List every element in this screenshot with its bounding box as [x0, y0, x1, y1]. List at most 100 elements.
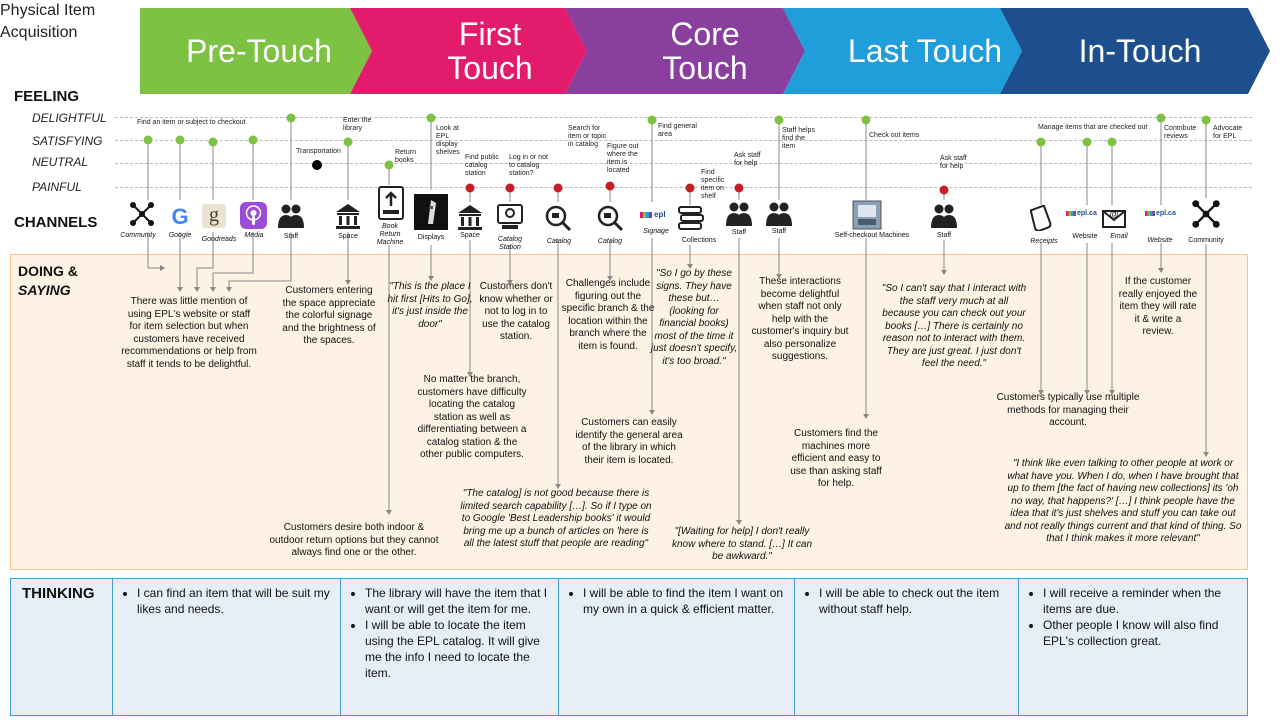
touchpoint-label: Ask staff for help: [734, 152, 761, 167]
doing-note: Customers find the machines more efficie…: [790, 428, 882, 489]
phase-arrow-in-touch: [1000, 8, 1270, 94]
thinking-item: Other people I know will also find EPL's…: [1043, 617, 1239, 649]
doing-quote: "So I go by these signs. They have these…: [650, 268, 738, 367]
channel-label: Space: [338, 233, 358, 240]
channel-label: Catalog Station: [497, 236, 523, 251]
thinking-item: The library will have the item that I wa…: [365, 585, 550, 617]
channel-label: Collections: [681, 237, 717, 244]
display-icon: [414, 194, 448, 230]
phase-label-in-touch: In-Touch: [1078, 33, 1202, 69]
level-satisfying: SATISFYING: [32, 134, 103, 148]
community-icon: [130, 202, 154, 226]
journey-connectors: [143, 113, 1211, 525]
channel-label: Space: [460, 232, 480, 239]
epl-logo-icon: epl: [640, 210, 666, 219]
thinking-cell-core-touch: I will be able to find the item I want o…: [558, 579, 794, 715]
doing-quote: "I think like even talking to other peop…: [1004, 458, 1242, 544]
phase-arrow-last-touch: [783, 8, 1022, 94]
level-line: [115, 187, 1252, 188]
phase-label-pre-touch: Pre-Touch: [186, 33, 332, 69]
channel-label: Staff: [731, 229, 747, 236]
doing-row-label: DOING &SAYING: [18, 263, 78, 298]
channel-label: Staff: [771, 228, 787, 235]
phase-arrow-first-touch: [350, 8, 587, 94]
search-icon: [545, 205, 572, 232]
email-icon: @: [1102, 209, 1126, 228]
doing-saying-panel: [10, 254, 1248, 570]
channel-label: Catalog: [597, 238, 623, 245]
touchpoint-label: Ask staff for help: [940, 155, 967, 170]
touchpoint-label: Contribute reviews: [1164, 125, 1197, 140]
phase-arrow-core-touch: [565, 8, 805, 94]
level-neutral: NEUTRAL: [32, 155, 89, 169]
touchpoint-label: Check out items: [869, 132, 920, 139]
thinking-cell-in-touch: I will receive a reminder when the items…: [1018, 579, 1247, 715]
podcast-icon: [240, 202, 267, 229]
thinking-item: I will receive a reminder when the items…: [1043, 585, 1239, 617]
touchpoint-label: Staff helps find the item: [782, 127, 815, 150]
doing-note: No matter the branch, customers have dif…: [417, 374, 527, 460]
phase-arrow-pre-touch: [140, 8, 372, 94]
level-line: [115, 163, 1252, 164]
doing-quote: "This is the place I hit first [Hits to …: [387, 281, 473, 330]
thinking-cell-pre-touch: I can find an item that will be suit my …: [112, 579, 340, 715]
doing-note: These interactions become delightful whe…: [751, 276, 849, 362]
phase-arrows: [140, 8, 1270, 94]
channel-label: Website: [1072, 233, 1098, 240]
touchpoint-label: Find an item or subject to checkout: [137, 119, 246, 126]
touchpoint-label: Find public catalog station: [465, 154, 499, 177]
community-icon: [1192, 200, 1220, 228]
doing-note: Customers desire both indoor & outdoor r…: [269, 522, 439, 558]
epl-website-icon: epl.ca: [1145, 210, 1176, 217]
staff-icon: [766, 202, 792, 226]
thinking-cell-last-touch: I will be able to check out the item wit…: [794, 579, 1018, 715]
doing-note: If the customer really enjoyed the item …: [1118, 276, 1198, 337]
search-icon: [597, 205, 624, 232]
doing-note: Challenges include figuring out the spec…: [561, 278, 655, 352]
book-return-icon: [378, 186, 404, 220]
receipt-icon: [1030, 205, 1052, 231]
touchpoint-label: Log in or not to catalog station?: [509, 154, 548, 177]
doing-quote: "So I can't say that I interact with the…: [881, 283, 1027, 369]
touchpoint-label: Find general area: [658, 123, 697, 138]
staff-icon: [726, 202, 752, 226]
phase-label-first-touch: First Touch: [447, 16, 533, 86]
svg-text:@: @: [1110, 209, 1119, 219]
touchpoint-label: Search for item or topic in catalog: [568, 125, 607, 148]
channel-label: Staff: [936, 232, 952, 239]
thinking-item: I will be able to check out the item wit…: [819, 585, 1010, 617]
staff-icon: [278, 204, 304, 228]
touchpoint-label: Figure out where the item is located: [607, 143, 639, 174]
touchpoint-label: Advocate for EPL: [1213, 125, 1243, 140]
thinking-item: I will be able to locate the item using …: [365, 617, 550, 681]
channel-label: Signage: [643, 228, 669, 235]
channel-label: Book Return Machine: [376, 223, 404, 246]
channel-label: Email: [1110, 233, 1128, 240]
touchpoint-label: Transportation: [296, 148, 341, 155]
epl-website-icon: epl.ca: [1066, 210, 1097, 217]
channel-label: Goodreads: [201, 236, 237, 243]
level-line: [115, 140, 1252, 141]
phase-label-last-touch: Last Touch: [847, 33, 1003, 69]
catalog-station-icon: [497, 204, 523, 229]
building-icon: [336, 204, 360, 229]
doing-note: Customers can easily identify the genera…: [575, 417, 683, 466]
touchpoint-label: Manage items that are checked out: [1038, 124, 1148, 131]
doing-note: There was little mention of using EPL's …: [121, 296, 257, 370]
channel-label: Community: [120, 232, 156, 239]
touchpoint-label: Look at EPL display shelves: [436, 125, 460, 156]
doing-quote: "[Waiting for help] I don't really know …: [671, 526, 813, 562]
channel-label: Self-checkout Machines: [834, 232, 910, 239]
channel-label: Community: [1188, 237, 1224, 244]
channel-label: Website: [1147, 237, 1173, 244]
doing-note: Customers don't know whether or not to l…: [479, 281, 553, 342]
page-title: Physical Item Acquisition: [0, 2, 96, 41]
touchpoint-label: Enter the library: [343, 117, 372, 132]
channel-label: Google: [168, 232, 192, 239]
books-icon: [678, 206, 704, 230]
doing-note: Customers typically use multiple methods…: [996, 392, 1140, 428]
level-delightful: DELIGHTFUL: [32, 111, 107, 125]
thinking-row-label: THINKING: [22, 585, 95, 602]
channel-label: Catalog: [546, 238, 572, 245]
doing-note: Customers entering the space appreciate …: [282, 285, 376, 346]
